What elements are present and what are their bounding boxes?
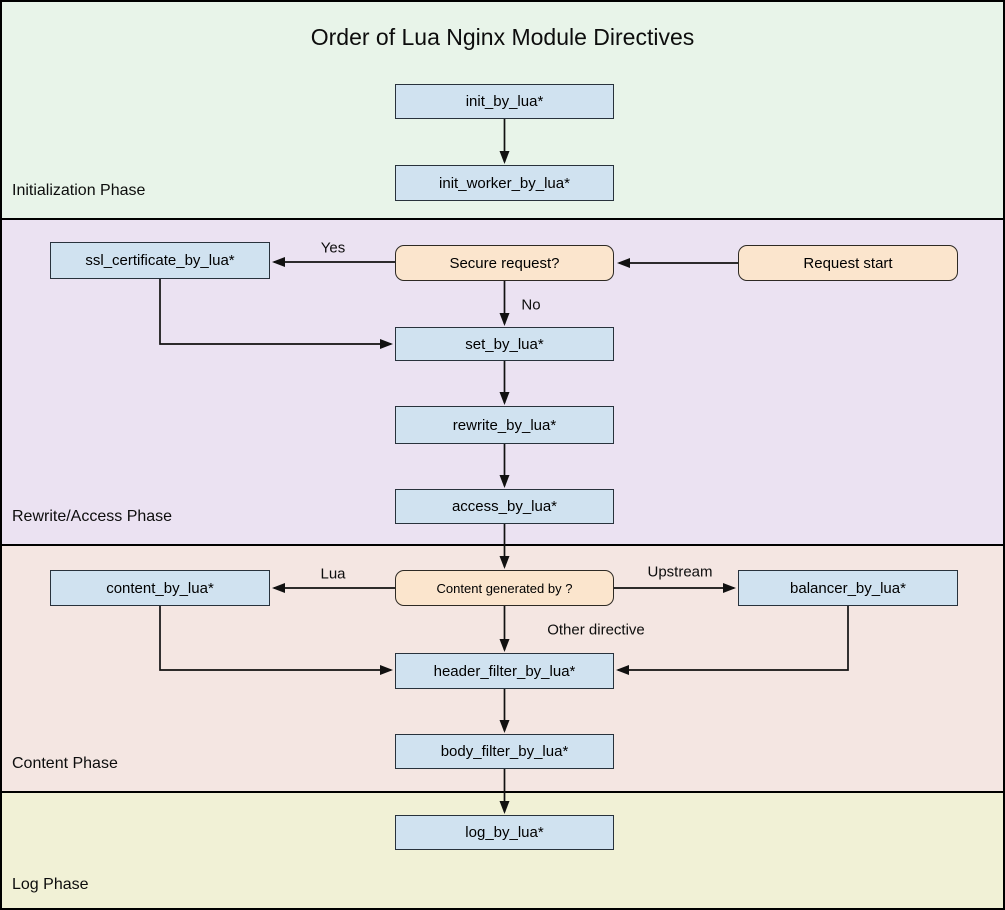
node-balancer-by-lua: balancer_by_lua* [738, 570, 958, 606]
node-content-by-lua: content_by_lua* [50, 570, 270, 606]
node-header-filter-by-lua: header_filter_by_lua* [395, 653, 614, 689]
edge-label-lua: Lua [320, 565, 346, 583]
edge-label-no: No [521, 296, 541, 314]
node-access-by-lua: access_by_lua* [395, 489, 614, 524]
node-request-start: Request start [738, 245, 958, 281]
node-set-by-lua: set_by_lua* [395, 327, 614, 361]
phase-label-log: Log Phase [12, 876, 89, 893]
node-secure-request: Secure request? [395, 245, 614, 281]
node-body-filter-by-lua: body_filter_by_lua* [395, 734, 614, 769]
node-init-worker-by-lua: init_worker_by_lua* [395, 165, 614, 201]
phase-band-log: Log Phase [2, 791, 1003, 908]
phase-label-content: Content Phase [12, 755, 118, 772]
phase-label-initialization: Initialization Phase [12, 182, 146, 199]
node-rewrite-by-lua: rewrite_by_lua* [395, 406, 614, 444]
phase-label-rewrite-access: Rewrite/Access Phase [12, 508, 173, 525]
edge-label-yes: Yes [320, 239, 346, 257]
node-init-by-lua: init_by_lua* [395, 84, 614, 119]
node-content-generated-by: Content generated by ? [395, 570, 614, 606]
diagram-title: Order of Lua Nginx Module Directives [310, 24, 695, 50]
edge-label-upstream: Upstream [647, 563, 713, 581]
edge-label-other-directive: Other directive [547, 621, 645, 639]
node-ssl-certificate-by-lua: ssl_certificate_by_lua* [50, 242, 270, 279]
node-log-by-lua: log_by_lua* [395, 815, 614, 850]
